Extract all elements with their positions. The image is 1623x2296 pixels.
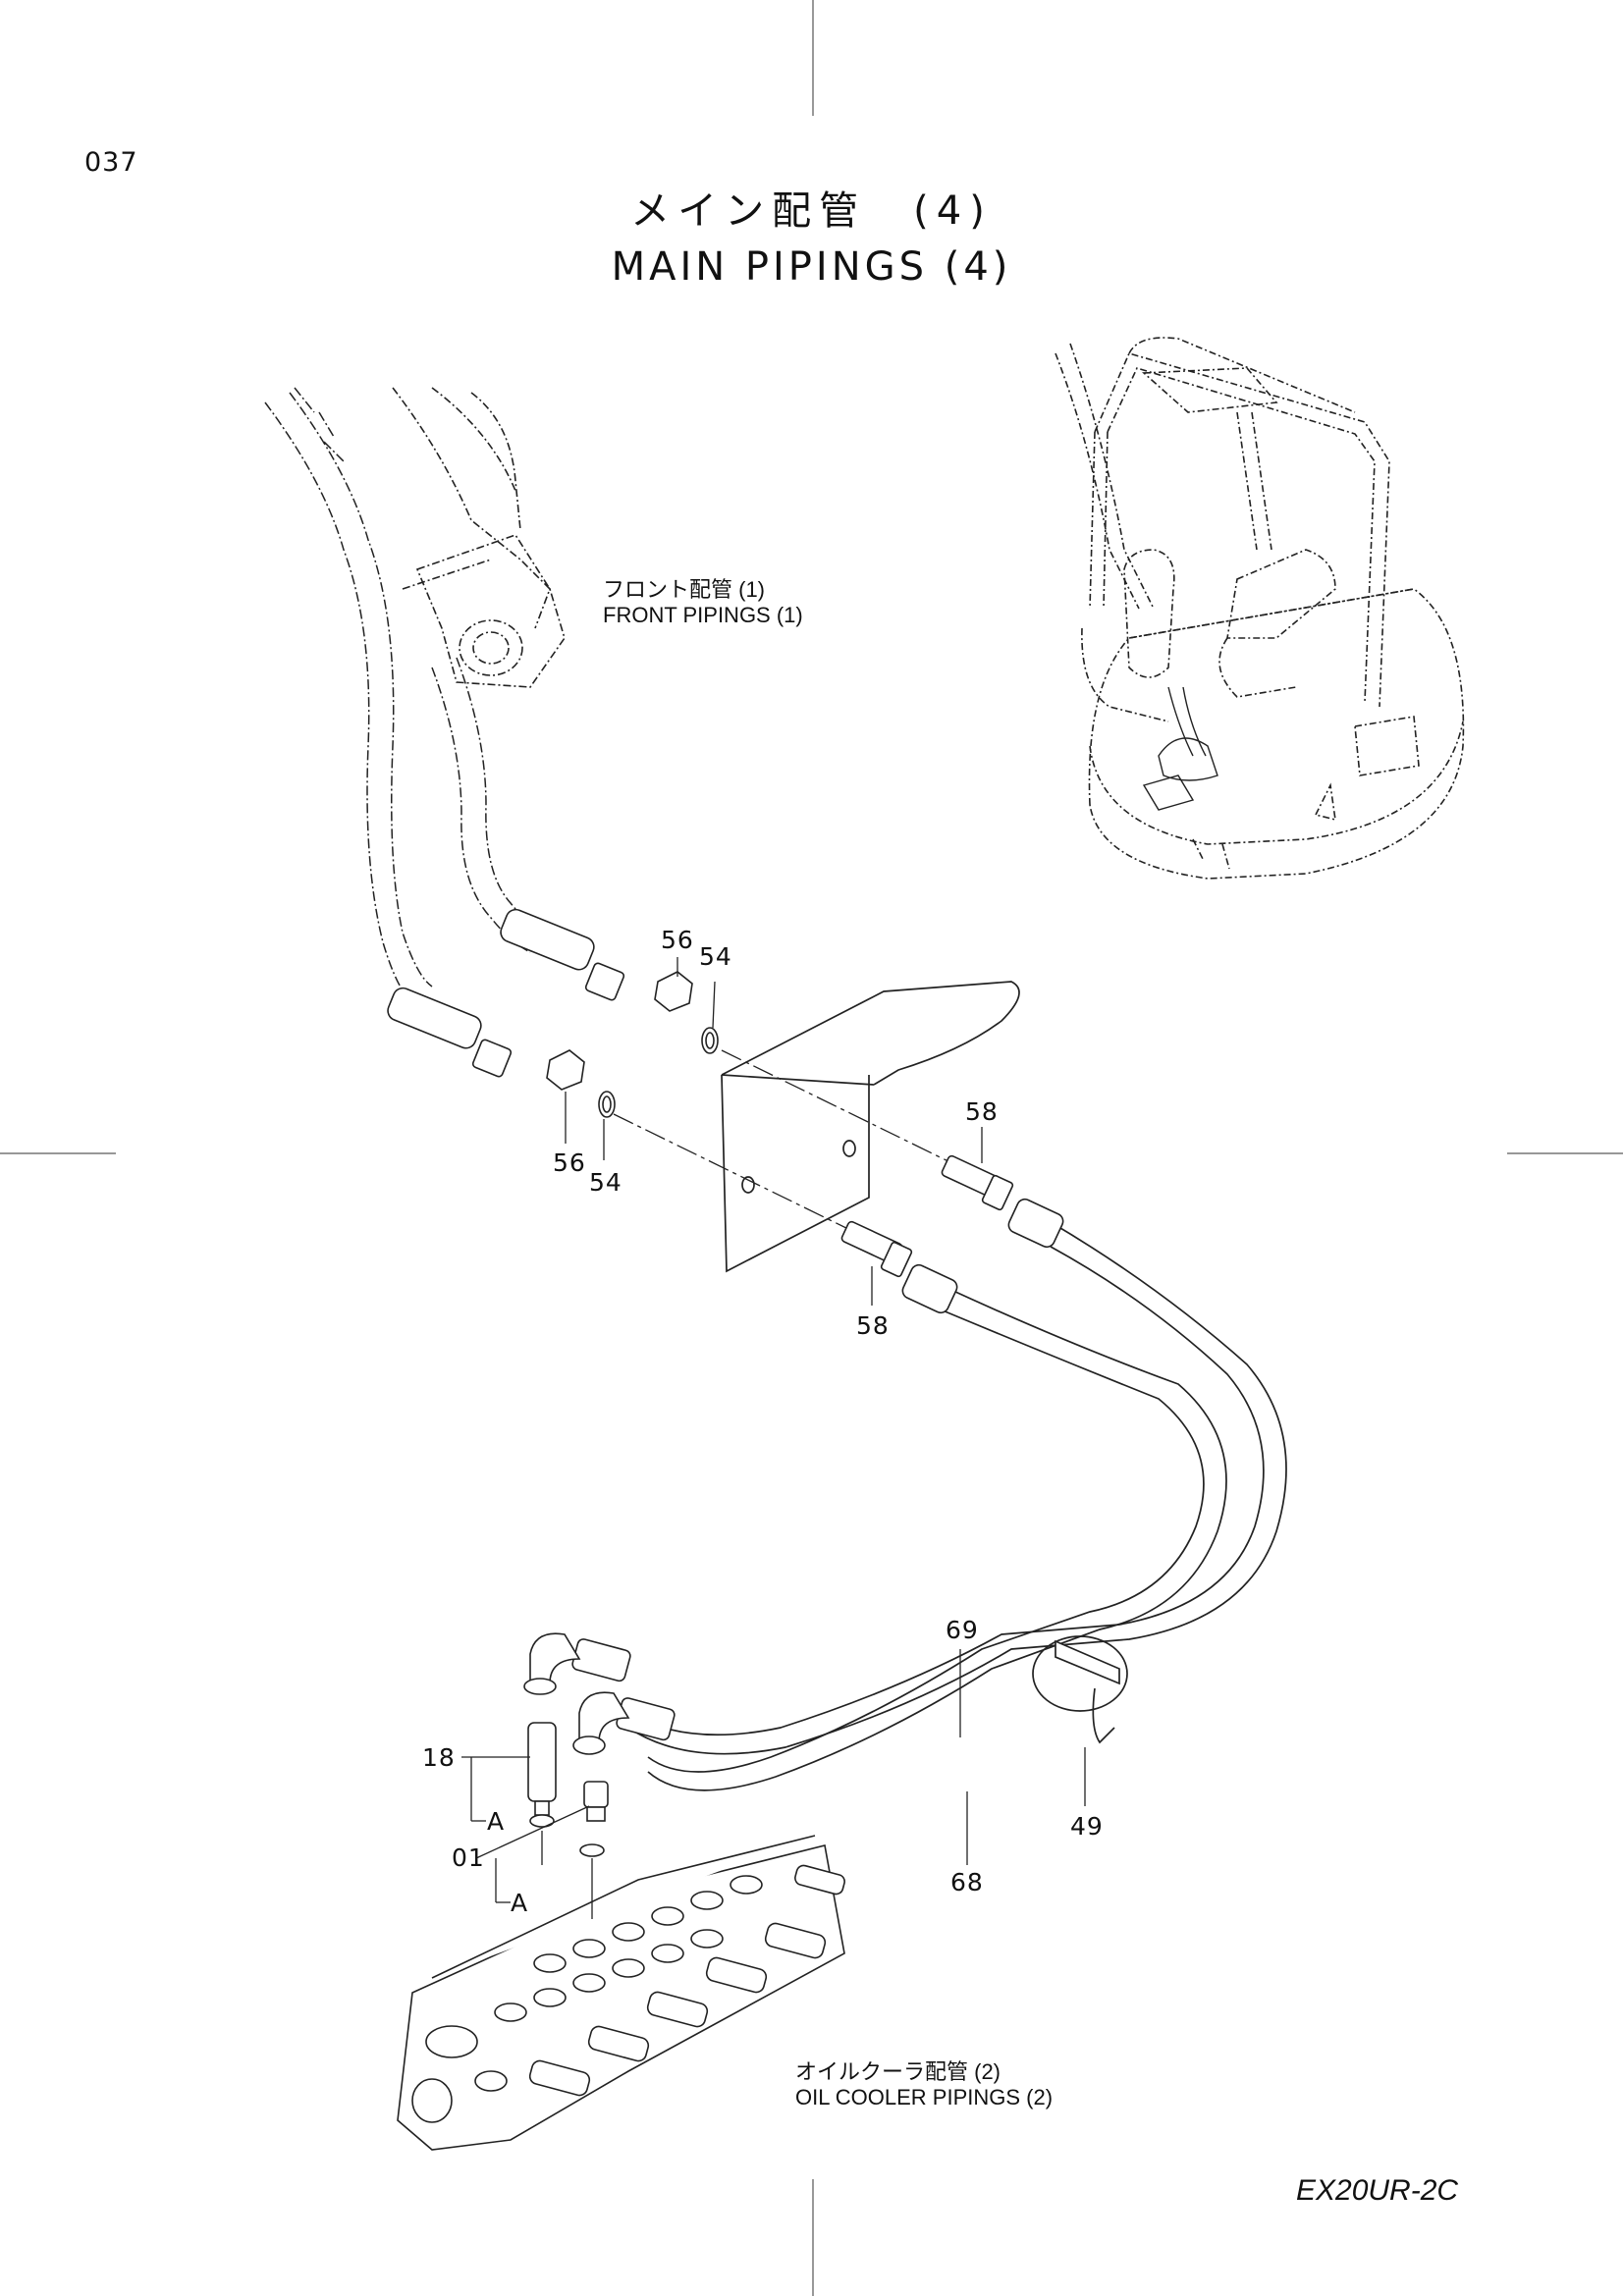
part-number-58-lower: 58 (856, 1311, 890, 1340)
part-number-68: 68 (950, 1868, 984, 1896)
boom-assembly (392, 387, 566, 688)
part-number-01: 01 (452, 1843, 485, 1872)
center-lines (613, 1049, 963, 1233)
part-label-a-upper: A (487, 1807, 506, 1836)
part-number-54-lower: 54 (589, 1168, 622, 1197)
excavator-valve-detail (1142, 686, 1218, 811)
leader-lines (461, 957, 1086, 1919)
front-pipings-en: FRONT PIPINGS (1) (603, 603, 803, 627)
part-number-69: 69 (946, 1616, 979, 1644)
oil-cooler-pipings-en: OIL COOLER PIPINGS (2) (795, 2085, 1054, 2109)
oil-cooler-pipings-jp: オイルクーラ配管 (2) (795, 2059, 1001, 2084)
clamp (1032, 1635, 1128, 1744)
bracket-plate (721, 981, 1020, 1273)
elbows-and-connectors (523, 1632, 630, 1857)
oil-cooler-pipings-ref: オイルクーラ配管 (2) OIL COOLER PIPINGS (2) (795, 2059, 1053, 2110)
part-number-18: 18 (422, 1743, 456, 1772)
front-hose-fittings (387, 908, 625, 1078)
front-pipings-ref: フロント配管 (1) FRONT PIPINGS (1) (603, 577, 803, 628)
adapters (840, 1154, 1014, 1278)
page-number: 037 (84, 147, 138, 178)
part-number-56-lower: 56 (553, 1148, 586, 1177)
part-number-56-upper: 56 (661, 926, 694, 954)
front-pipings-jp: フロント配管 (1) (603, 577, 766, 602)
control-valve (397, 1835, 845, 2151)
part-number-58-upper: 58 (965, 1097, 999, 1126)
part-label-a-lower: A (511, 1889, 529, 1917)
front-hoses (264, 387, 551, 1002)
nut-washer-set (546, 971, 719, 1118)
model-code: EX20UR-2C (1296, 2174, 1459, 2207)
hose-end-fittings (571, 1198, 1064, 1741)
page-title-en: MAIN PIPINGS (4) (611, 244, 1012, 290)
part-number-49: 49 (1070, 1812, 1104, 1841)
part-number-54-upper: 54 (699, 942, 732, 971)
main-hoses (627, 1221, 1287, 1791)
page-title-jp: メイン配管 (4) (630, 188, 993, 234)
excavator-overview (1055, 337, 1465, 880)
